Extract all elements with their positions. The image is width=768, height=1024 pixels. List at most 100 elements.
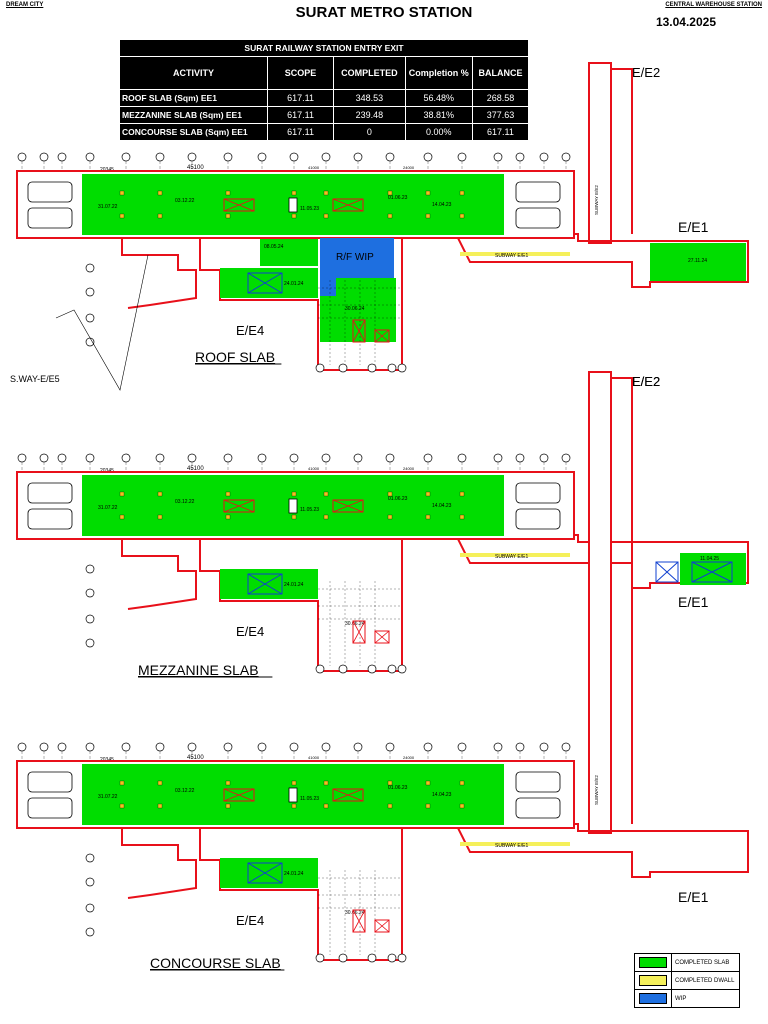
ee1-label: E/E1 [678, 219, 709, 235]
column-marker [225, 190, 231, 196]
grid-bubble [85, 337, 95, 347]
column-marker [157, 491, 163, 497]
ee1-outline [398, 823, 749, 878]
grid-bubble [515, 152, 525, 162]
grid-bubble [315, 953, 325, 963]
red-opening-line [223, 198, 255, 212]
header-completed: COMPLETED [333, 56, 406, 90]
column-marker [425, 491, 431, 497]
dimension-label: 45100 [187, 466, 204, 472]
end-room [27, 797, 73, 819]
cell-pct: 38.81% [404, 106, 473, 124]
grid-bubble [493, 453, 503, 463]
ee4-label: E/E4 [236, 323, 264, 338]
dwall-strip [460, 252, 570, 256]
column-marker [323, 803, 329, 809]
grid-bubble [315, 664, 325, 674]
grid-bubble [353, 152, 363, 162]
grid-bubble [85, 927, 95, 937]
grid-bubble [187, 742, 197, 752]
dimension-label: 24000 [403, 165, 415, 170]
grid-bubble [85, 877, 95, 887]
column-marker [387, 213, 393, 219]
pour-date: 03.12.22 [175, 788, 195, 794]
grid-bubble [387, 953, 397, 963]
dimension-label: 45100 [187, 755, 204, 761]
ee5-stair-outline [121, 238, 197, 309]
grid-bubble [397, 363, 407, 373]
red-opening-line [374, 919, 390, 933]
red-opening [223, 198, 255, 212]
end-room [27, 771, 73, 793]
grid-bubble [397, 953, 407, 963]
grid-bubble [223, 453, 233, 463]
dimension-label: 41000 [308, 755, 320, 760]
column-marker [425, 213, 431, 219]
column-marker [119, 213, 125, 219]
left-station-tag: DREAM CITY [6, 2, 44, 8]
ee1-completed [650, 243, 746, 281]
dimension-label: 24000 [403, 466, 415, 471]
header-balance: BALANCE [471, 56, 530, 90]
end-room [515, 207, 561, 229]
red-opening [352, 909, 366, 933]
red-opening-line [374, 630, 390, 644]
column-marker [119, 190, 125, 196]
grid-bubble [155, 453, 165, 463]
grid-bubble [367, 664, 377, 674]
east-end-white [504, 764, 570, 825]
grid-bubble [561, 742, 571, 752]
ee1-outline [398, 233, 749, 288]
end-room [515, 771, 561, 793]
pour-date: 01.06.23 [388, 785, 408, 791]
column-marker [157, 213, 163, 219]
red-opening-line [374, 329, 390, 343]
grid-bubble [121, 453, 131, 463]
legend-label: WIP [671, 990, 686, 1007]
red-opening-line [352, 319, 366, 343]
red-opening [352, 319, 366, 343]
grid-bubble [85, 742, 95, 752]
ee2-corridor [588, 371, 612, 834]
ee5-stair-outline [121, 828, 197, 899]
grid-bubble [85, 614, 95, 624]
sway-label: S.WAY-E/E5 [10, 374, 60, 384]
end-room [27, 207, 73, 229]
grid-bubble [39, 453, 49, 463]
pour-date: 11.05.23 [300, 206, 319, 212]
red-opening [374, 329, 390, 343]
subway-label: SUBWAY E/E1 [495, 843, 528, 849]
grid-bubble [121, 742, 131, 752]
grid-bubble [257, 453, 267, 463]
cross-line [247, 573, 283, 595]
ee4-outline [199, 238, 403, 371]
grid-bubble [187, 152, 197, 162]
grid-bubble [515, 742, 525, 752]
ee4-label: E/E4 [236, 624, 264, 639]
cell-pct: 0.00% [404, 123, 473, 141]
column-marker [387, 803, 393, 809]
pour-date: 27.11.24 [688, 258, 707, 264]
column-marker [323, 514, 329, 520]
east-end-white [504, 174, 570, 235]
header-completion: Completion % [404, 56, 473, 90]
grid-bubble [321, 742, 331, 752]
grid-bubble [367, 363, 377, 373]
grid-bubble [85, 564, 95, 574]
ee2-label: E/E2 [632, 374, 660, 389]
legend-item: WIP [635, 990, 739, 1007]
legend-swatch-dwall [639, 975, 667, 986]
column-marker [323, 190, 329, 196]
red-opening [332, 198, 364, 212]
wip-label: R/F WIP [336, 252, 374, 263]
red-opening [332, 499, 364, 513]
grid-bubble [17, 152, 27, 162]
grid-bubble [338, 363, 348, 373]
grid-bubble [539, 152, 549, 162]
grid-bubble [289, 453, 299, 463]
legend-swatch-wip [639, 993, 667, 1004]
column-marker [425, 514, 431, 520]
grid-bubble [385, 453, 395, 463]
ee4-outline [199, 539, 403, 672]
dwall-strip [460, 842, 570, 846]
